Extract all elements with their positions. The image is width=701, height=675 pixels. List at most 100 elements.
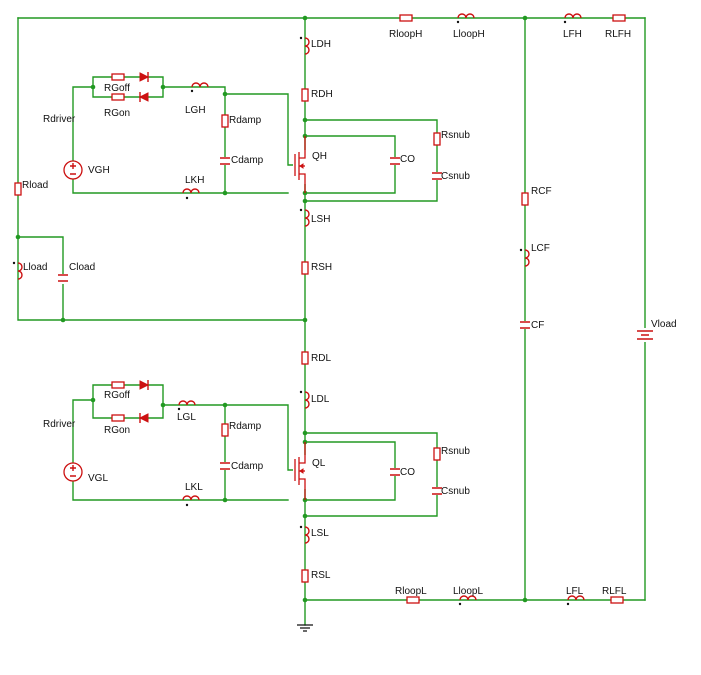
- inductor-lfh-symbol: [564, 13, 582, 19]
- label-csnub-h: Csnub: [441, 171, 470, 182]
- capacitor-cload-symbol: [58, 274, 68, 284]
- label-rsh: RSH: [311, 262, 332, 273]
- inductor-lsl-symbol: [304, 526, 310, 544]
- resistor-rsnub-h-symbol: [433, 132, 441, 146]
- capacitor-csnub-l-symbol: [432, 487, 442, 495]
- resistor-rgoff-l-symbol: [111, 381, 125, 389]
- label-lgh: LGH: [185, 105, 206, 116]
- capacitor-co-l-symbol: [390, 468, 400, 476]
- resistor-rlfh-symbol: [612, 14, 626, 22]
- label-lkh: LKH: [185, 175, 204, 186]
- label-vgh: VGH: [88, 165, 110, 176]
- resistor-rsl-symbol: [301, 569, 309, 583]
- label-rdl: RDL: [311, 353, 331, 364]
- label-rlfl: RLFL: [602, 586, 627, 597]
- label-ldl: LDL: [311, 394, 330, 405]
- resistor-rdl-symbol: [301, 351, 309, 365]
- inductor-lsh-symbol: [304, 209, 310, 227]
- label-rdh: RDH: [311, 89, 333, 100]
- label-co-l: CO: [400, 467, 415, 478]
- label-rdamp-h: Rdamp: [229, 115, 262, 126]
- label-rloopl: RloopL: [395, 586, 427, 597]
- label-cdamp-l: Cdamp: [231, 461, 264, 472]
- label-lsl: LSL: [311, 528, 329, 539]
- label-rlfh: RLFH: [605, 29, 631, 40]
- label-rdamp-l: Rdamp: [229, 421, 262, 432]
- mosfet-qh-symbol: [293, 136, 307, 193]
- wires: [17, 17, 646, 626]
- resistor-rgon-h-symbol: [111, 93, 125, 101]
- label-lgl: LGL: [177, 412, 196, 423]
- label-llooph: LloopH: [453, 29, 485, 40]
- junction-dots: [15, 15, 528, 603]
- capacitor-co-h-symbol: [390, 157, 400, 165]
- label-rsl: RSL: [311, 570, 331, 581]
- resistor-rdamp-h-symbol: [221, 114, 229, 128]
- resistor-rdh-symbol: [301, 88, 309, 102]
- voltage-source-vgl-icon: [63, 462, 83, 482]
- capacitor-cf-symbol: [520, 321, 530, 329]
- label-lcf: LCF: [531, 243, 550, 254]
- label-rgon-l: RGon: [104, 425, 130, 436]
- inductor-lload-symbol: [17, 262, 23, 280]
- label-rsnub-h: Rsnub: [441, 130, 470, 141]
- diode-on-h-icon: [138, 92, 149, 102]
- label-rgon-h: RGon: [104, 108, 130, 119]
- capacitor-cdamp-l-symbol: [220, 462, 230, 470]
- mosfet-ql-symbol: [293, 442, 307, 500]
- inductor-lcf-symbol: [524, 249, 530, 267]
- label-rgoff-l: RGoff: [104, 390, 130, 401]
- label-qh: QH: [312, 151, 327, 162]
- resistor-rload-symbol: [14, 182, 22, 196]
- label-rgoff-h: RGoff: [104, 83, 130, 94]
- resistor-rcf-symbol: [521, 192, 529, 206]
- label-vload: Vload: [651, 319, 677, 330]
- label-ldh: LDH: [311, 39, 331, 50]
- label-ql: QL: [312, 458, 326, 469]
- inductor-lfl-symbol: [567, 595, 585, 601]
- inductor-lkh-symbol: [182, 188, 200, 194]
- resistor-rsh-symbol: [301, 261, 309, 275]
- label-rload: Rload: [22, 180, 48, 191]
- label-rdriver-h: Rdriver: [43, 114, 76, 125]
- label-cf: CF: [531, 320, 544, 331]
- inductor-llooph-symbol: [457, 13, 475, 19]
- label-lfh: LFH: [563, 29, 582, 40]
- inductor-lgh-symbol: [191, 82, 209, 88]
- resistor-rgoff-h-symbol: [111, 73, 125, 81]
- diode-off-h-icon: [139, 72, 150, 82]
- capacitor-csnub-h-symbol: [432, 172, 442, 180]
- label-lloopl: LloopL: [453, 586, 483, 597]
- diode-off-l-icon: [139, 380, 150, 390]
- inductor-lkl-symbol: [182, 495, 200, 501]
- resistor-rdamp-l-symbol: [221, 423, 229, 437]
- label-lfl: LFL: [566, 586, 584, 597]
- label-lkl: LKL: [185, 482, 203, 493]
- label-csnub-l: Csnub: [441, 486, 470, 497]
- inductor-lloopl-symbol: [459, 595, 477, 601]
- label-co-h: CO: [400, 154, 415, 165]
- inductor-ldl-symbol: [304, 391, 310, 409]
- label-vgl: VGL: [88, 473, 108, 484]
- label-cload: Cload: [69, 262, 95, 273]
- label-rsnub-l: Rsnub: [441, 446, 470, 457]
- resistor-rloopl-symbol: [406, 596, 420, 604]
- resistor-rgon-l-symbol: [111, 414, 125, 422]
- label-rdriver-l: Rdriver: [43, 419, 76, 430]
- resistor-rlfl-symbol: [610, 596, 624, 604]
- label-lsh: LSH: [311, 214, 330, 225]
- label-lload: Lload: [23, 262, 47, 273]
- label-rcf: RCF: [531, 186, 552, 197]
- capacitor-cdamp-h-symbol: [220, 157, 230, 165]
- resistor-rsnub-l-symbol: [433, 447, 441, 461]
- diode-on-l-icon: [138, 413, 149, 423]
- resistor-rlooph-symbol: [399, 14, 413, 22]
- label-cdamp-h: Cdamp: [231, 155, 264, 166]
- ground-icon: [297, 624, 313, 632]
- inductor-lgl-symbol: [178, 400, 196, 406]
- label-rlooph: RloopH: [389, 29, 422, 40]
- inductor-ldh-symbol: [304, 37, 310, 55]
- battery-vload-symbol: [637, 328, 653, 342]
- voltage-source-vgh-icon: [63, 160, 83, 180]
